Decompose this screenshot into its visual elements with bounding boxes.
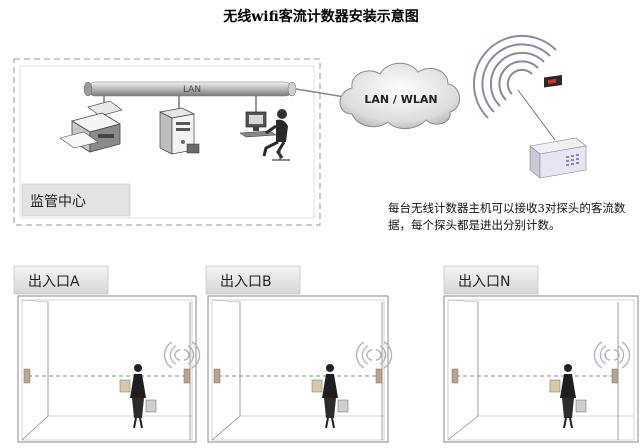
entrance-b: 出入口B	[205, 265, 393, 443]
cloud-icon: LAN / WLAN	[339, 62, 460, 129]
counter-host-icon	[529, 75, 587, 179]
entrance-b-label: 出入口B	[220, 274, 272, 290]
antenna-line	[517, 89, 556, 141]
cloud-link-line	[295, 88, 346, 98]
sensor-right-b	[375, 368, 383, 384]
monitor-center-label-box: 监管中心	[21, 183, 131, 217]
printer-icon	[59, 100, 123, 153]
entrance-a-label: 出入口A	[28, 274, 80, 290]
pedestrian-a-icon	[119, 364, 157, 429]
wifi-signal-b-icon	[355, 341, 393, 369]
wifi-signal-n-icon	[593, 341, 631, 369]
workstation-icon	[239, 109, 290, 161]
cloud-label: LAN / WLAN	[364, 93, 437, 106]
monitor-center-box	[13, 58, 321, 226]
lan-pipe: LAN	[83, 81, 297, 97]
entrance-n: 出入口N	[443, 265, 639, 443]
sensor-left-a	[23, 368, 31, 384]
counter-note: 每台无线计数器主机可以接收3对探头的客流数据，每个探头都是进出分别计数。	[388, 201, 626, 232]
pedestrian-n-icon	[549, 364, 587, 429]
sensor-left-b	[213, 368, 221, 384]
page-title: 无线wifi客流计数器安装示意图	[223, 9, 419, 25]
pedestrian-b-icon	[311, 364, 349, 429]
server-icon	[158, 107, 200, 155]
wifi-signal-a-icon	[163, 341, 201, 369]
sensor-right-a	[183, 368, 191, 384]
sensor-left-n	[451, 368, 459, 384]
lan-label: LAN	[183, 85, 201, 95]
entrance-n-label: 出入口N	[458, 274, 510, 290]
monitor-center-label: 监管中心	[30, 194, 86, 210]
entrance-a: 出入口A	[13, 265, 201, 443]
sensor-right-n	[611, 368, 619, 384]
wifi-signal-icon	[472, 34, 557, 119]
